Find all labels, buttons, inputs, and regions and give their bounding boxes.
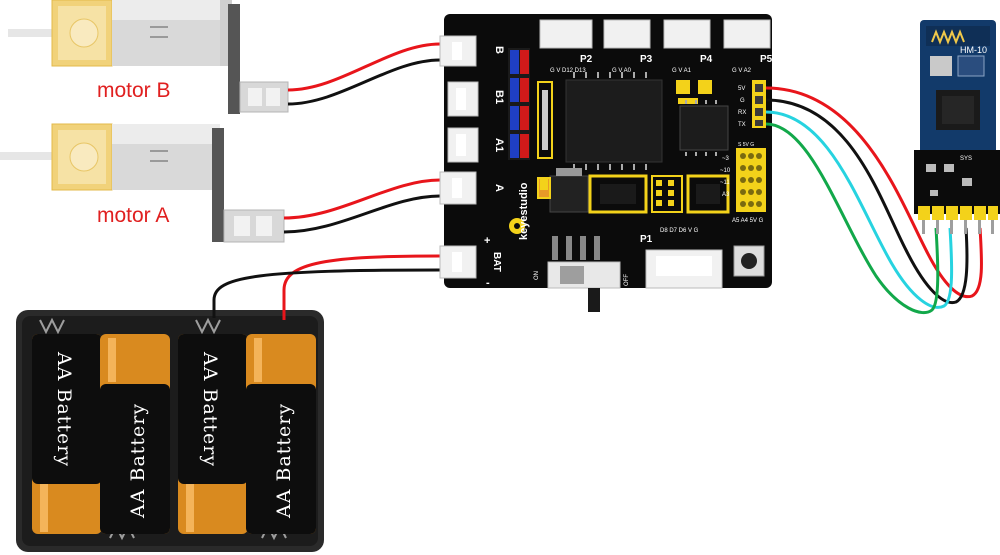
io-pin-a3: A3 xyxy=(722,192,730,198)
connector-a1 xyxy=(447,127,479,163)
connector-a xyxy=(439,171,477,205)
connector-p4 xyxy=(663,19,711,49)
regulator xyxy=(549,175,589,213)
connector-bat xyxy=(439,245,477,279)
io-pin-grid xyxy=(736,148,766,212)
p4-label: P4 xyxy=(700,54,713,65)
jumper-strip xyxy=(508,48,530,160)
hm10-module xyxy=(914,20,1000,234)
wires-ble xyxy=(765,86,983,315)
motor-b-label: motor B xyxy=(97,79,171,102)
ble-pin-g: G xyxy=(740,98,745,104)
port-bat-label: BAT xyxy=(491,252,502,272)
battery-2-label: AA Battery xyxy=(127,403,149,519)
ble-header xyxy=(752,80,766,128)
connector-p5 xyxy=(723,19,771,49)
switch-off-label: OFF xyxy=(624,274,630,286)
p2-label: P2 xyxy=(580,54,593,65)
hm10-sys-label: SYS xyxy=(960,156,972,162)
brand-name: keyestudio xyxy=(518,182,530,240)
p4-pins: G V A1 xyxy=(672,68,692,74)
io-pin-3: ~3 xyxy=(722,156,730,162)
wires-motor-b xyxy=(287,42,441,106)
connector-p1 xyxy=(645,249,723,289)
port-a-label: A xyxy=(493,184,505,192)
bat-plus-label: + xyxy=(484,235,490,247)
p3-pins: G V A0 xyxy=(612,68,632,74)
battery-3-label: AA Battery xyxy=(199,351,221,467)
wires-battery xyxy=(212,254,441,320)
motor-a-label: motor A xyxy=(97,204,170,227)
motor-b xyxy=(8,0,289,114)
battery-2 xyxy=(100,334,170,534)
port-a1-label: A1 xyxy=(493,138,505,152)
battery-4-label: AA Battery xyxy=(273,403,295,519)
p2-pins: G V D12 D13 xyxy=(550,68,586,74)
io-pin-11: ~11 xyxy=(720,180,730,186)
p3-label: P3 xyxy=(640,54,653,65)
connector-b xyxy=(439,35,477,67)
driver-board: B B1 A1 A BAT + - xyxy=(439,14,773,312)
diode-outline xyxy=(537,81,553,159)
reset-button xyxy=(733,245,765,277)
port-b1-label: B1 xyxy=(493,90,505,104)
regulator-outline xyxy=(588,174,730,214)
battery-holder: AA Battery AA Battery AA Battery AA Batt… xyxy=(16,310,324,552)
port-b-label: B xyxy=(493,46,505,54)
bat-minus-label: - xyxy=(486,277,490,289)
switch-on-label: ON xyxy=(534,271,540,280)
io-pin-10: ~10 xyxy=(720,168,731,174)
power-switch xyxy=(547,261,621,312)
wires-motor-a xyxy=(283,178,441,234)
battery-4 xyxy=(246,334,316,534)
connector-p3 xyxy=(603,19,651,49)
connector-b1 xyxy=(447,81,479,117)
logic-ic xyxy=(679,100,729,156)
ble-pin-tx: TX xyxy=(738,122,746,128)
battery-3 xyxy=(178,334,248,534)
driver-ic xyxy=(565,72,663,170)
p1-label: P1 xyxy=(640,234,653,245)
io-header-top: S 5V G xyxy=(738,142,754,148)
hm10-name: HM-10 xyxy=(960,45,987,55)
p5-label: P5 xyxy=(760,54,773,65)
ble-pin-5v: 5V xyxy=(738,86,745,92)
io-header-bottom: A5 A4 5V G xyxy=(732,218,764,224)
p5-pins: G V A2 xyxy=(732,68,752,74)
brand-logo xyxy=(509,218,525,234)
battery-1 xyxy=(32,334,102,534)
motor-a xyxy=(0,123,285,243)
battery-1-label: AA Battery xyxy=(53,351,75,467)
ble-pin-rx: RX xyxy=(738,110,746,116)
p1-pins: D8 D7 D6 V G xyxy=(660,228,699,234)
connector-p2 xyxy=(539,19,593,49)
p4-markings xyxy=(676,80,712,104)
